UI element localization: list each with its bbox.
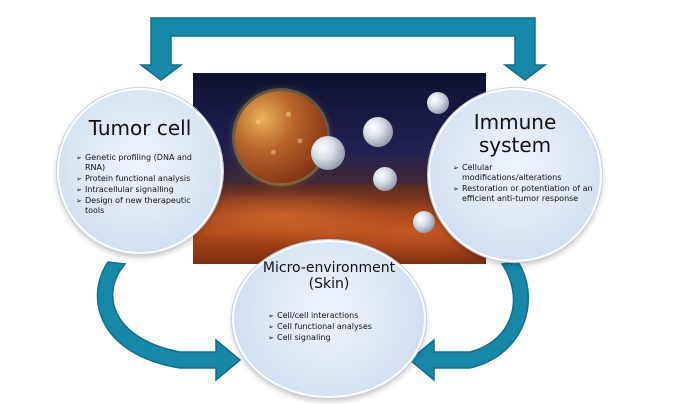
- top-bracket-arrow: [138, 17, 548, 81]
- tumor-cell-circle: Tumor cell ➢Genetic profiling (DNA and R…: [57, 88, 223, 254]
- list-item: ➢Cellular modifications/alterations: [453, 163, 593, 183]
- immune-system-title: Immune system: [430, 111, 600, 157]
- list-item-text: Cellular modifications/alterations: [462, 163, 562, 182]
- immune-cell-illustration-icon: [373, 167, 397, 191]
- list-item-text: Restoration or potentiation of an effici…: [462, 184, 593, 203]
- list-item-text: Cell functional analyses: [277, 322, 372, 331]
- arrow-bullet-icon: ➢: [76, 186, 82, 194]
- left-curved-arrow: [96, 261, 242, 382]
- list-item: ➢Protein functional analysis: [76, 174, 211, 184]
- micro-environment-title-line1: Micro-environment: [262, 260, 396, 276]
- list-item: ➢Cell signaling: [268, 333, 408, 343]
- tumor-cell-title: Tumor cell: [88, 116, 192, 140]
- micro-environment-title-line2: (Skin): [308, 276, 350, 293]
- micro-environment-title: Micro-environment (Skin): [234, 260, 424, 292]
- list-item: ➢Design of new therapeutic tools: [76, 196, 211, 216]
- list-item: ➢Cell/cell interactions: [268, 311, 408, 321]
- immune-system-list: ➢Cellular modifications/alterations ➢Res…: [453, 163, 593, 205]
- arrow-bullet-icon: ➢: [268, 334, 274, 342]
- list-item-text: Protein functional analysis: [85, 174, 191, 183]
- list-item-text: Cell signaling: [277, 333, 331, 342]
- list-item-text: Cell/cell interactions: [277, 311, 359, 320]
- micro-environment-list: ➢Cell/cell interactions ➢Cell functional…: [268, 311, 408, 344]
- list-item: ➢Intracellular signalling: [76, 185, 211, 195]
- immune-cell-illustration-icon: [311, 136, 345, 170]
- immune-system-circle: Immune system ➢Cellular modifications/al…: [428, 88, 602, 262]
- tumor-cell-illustration-icon: [235, 91, 327, 183]
- list-item: ➢Cell functional analyses: [268, 322, 408, 332]
- arrow-bullet-icon: ➢: [76, 154, 82, 162]
- list-item-text: Intracellular signalling: [85, 185, 174, 194]
- list-item-text: Design of new therapeutic tools: [85, 196, 191, 215]
- immune-cell-illustration-icon: [427, 92, 449, 114]
- arrow-bullet-icon: ➢: [76, 175, 82, 183]
- micro-environment-circle: Micro-environment (Skin) ➢Cell/cell inte…: [232, 240, 426, 398]
- list-item-text: Genetic profiling (DNA and RNA): [85, 153, 193, 172]
- immune-system-title-text: Immune system: [473, 110, 557, 157]
- arrow-bullet-icon: ➢: [453, 185, 459, 193]
- tumor-cell-list: ➢Genetic profiling (DNA and RNA) ➢Protei…: [76, 153, 211, 217]
- list-item: ➢Genetic profiling (DNA and RNA): [76, 153, 211, 173]
- arrow-bullet-icon: ➢: [268, 312, 274, 320]
- arrow-bullet-icon: ➢: [76, 197, 82, 205]
- immune-cell-illustration-icon: [413, 211, 435, 233]
- arrow-bullet-icon: ➢: [453, 164, 459, 172]
- right-curved-arrow: [408, 261, 530, 382]
- immune-cell-illustration-icon: [363, 117, 393, 147]
- arrow-bullet-icon: ➢: [268, 323, 274, 331]
- list-item: ➢Restoration or potentiation of an effic…: [453, 184, 593, 204]
